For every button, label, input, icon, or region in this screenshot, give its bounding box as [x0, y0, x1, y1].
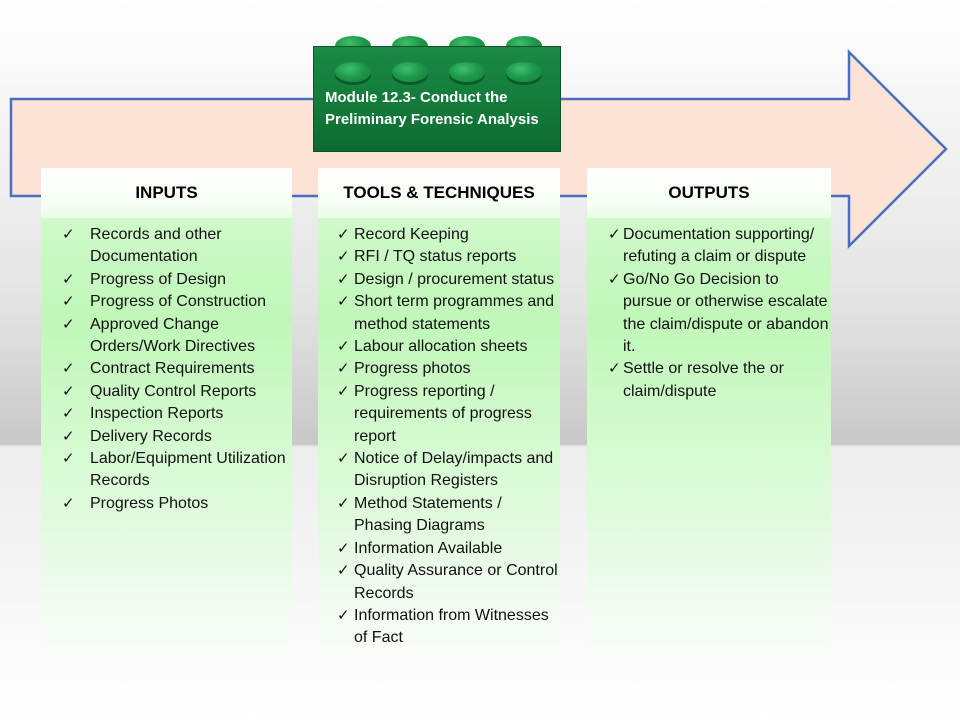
check-icon: ✓: [337, 494, 350, 512]
check-icon: ✓: [62, 315, 75, 333]
list-item: ✓Information from Witnesses of Fact: [318, 605, 560, 650]
module-title: Module 12.3- Conduct the Preliminary For…: [325, 89, 539, 129]
check-icon: ✓: [62, 226, 75, 243]
check-icon: ✓: [608, 360, 621, 378]
list-item: ✓ Inspection Reports: [41, 403, 292, 425]
outputs-panel: OUTPUTS ✓Documentation supporting/ refut…: [587, 168, 831, 673]
list-item-text: Progress of Design: [90, 270, 227, 288]
list-item: ✓ Quality Control Reports: [41, 381, 292, 403]
list-item: ✓ Contract Requirements: [41, 358, 292, 380]
list-item: ✓ Labor/Equipment Utilization Records: [41, 448, 292, 493]
list-item-text: Method Statements / Phasing Diagrams: [354, 494, 502, 535]
lego-stud: [506, 62, 542, 82]
list-item: ✓Settle or resolve the or claim/dispute: [587, 358, 831, 403]
list-item-text: Settle or resolve the or claim/dispute: [623, 360, 784, 400]
list-item-text: Inspection Reports: [90, 405, 224, 423]
check-icon: ✓: [337, 338, 350, 356]
list-item: ✓Design / procurement status: [318, 269, 560, 291]
list-item: ✓ Progress of Construction: [41, 291, 292, 313]
list-item-text: Record Keeping: [354, 226, 469, 243]
list-item: ✓ Progress of Design: [41, 269, 292, 291]
check-icon: ✓: [608, 270, 621, 288]
list-item-text: Progress Photos: [90, 494, 209, 512]
check-icon: ✓: [62, 427, 75, 445]
tools-list: ✓Record Keeping✓RFI / TQ status reports✓…: [318, 218, 560, 650]
inputs-list: ✓ Records and other Documentation ✓ Progres…: [41, 218, 292, 515]
list-item: ✓ Progress Photos: [41, 493, 292, 515]
list-item: ✓Method Statements / Phasing Diagrams: [318, 493, 560, 538]
outputs-list: ✓Documentation supporting/ refuting a cl…: [587, 218, 831, 403]
list-item-text: Quality Control Reports: [90, 382, 257, 400]
list-item: ✓Labour allocation sheets: [318, 336, 560, 358]
tools-header: TOOLS & TECHNIQUES: [318, 168, 560, 218]
list-item: ✓Information Available: [318, 538, 560, 560]
check-icon: ✓: [62, 293, 75, 311]
list-item: ✓Notice of Delay/impacts and Disruption …: [318, 448, 560, 493]
check-icon: ✓: [337, 450, 350, 468]
outputs-header: OUTPUTS: [587, 168, 831, 218]
check-icon: ✓: [337, 382, 350, 400]
list-item-text: Labour allocation sheets: [354, 338, 528, 356]
list-item-text: Progress of Construction: [90, 293, 267, 311]
list-item: ✓Go/No Go Decision to pursue or otherwis…: [587, 269, 831, 359]
lego-stud: [449, 62, 485, 82]
list-item-text: Approved Change Orders/Work Directives: [90, 315, 256, 356]
check-icon: ✓: [608, 226, 621, 243]
list-item: ✓ Approved Change Orders/Work Directives: [41, 314, 292, 359]
list-item-text: Go/No Go Decision to pursue or otherwise…: [623, 270, 829, 356]
lego-stud: [335, 62, 371, 82]
inputs-panel: INPUTS ✓Records and other Documentation✓…: [41, 168, 292, 673]
list-item: ✓Documentation supporting/ refuting a cl…: [587, 224, 831, 269]
list-item: ✓ Delivery Records: [41, 426, 292, 448]
list-item-text: Information Available: [354, 539, 503, 557]
tools-panel: TOOLS & TECHNIQUES ✓Record Keeping✓RFI /…: [318, 168, 560, 673]
list-item-text: Design / procurement status: [354, 270, 555, 288]
list-item-text: RFI / TQ status reports: [354, 248, 517, 266]
list-item-text: Progress photos: [354, 360, 471, 378]
list-item: ✓Progress reporting / requirements of pr…: [318, 381, 560, 448]
check-icon: ✓: [62, 405, 75, 423]
list-item-text: Quality Assurance or Control Records: [354, 562, 558, 602]
check-icon: ✓: [62, 494, 75, 512]
list-item-text: Labor/Equipment Utilization Records: [90, 450, 286, 490]
list-item-text: Records and other Documentation: [90, 226, 222, 266]
check-icon: ✓: [337, 270, 350, 288]
check-icon: ✓: [337, 248, 350, 266]
lego-stud: [392, 62, 428, 82]
list-item-text: Notice of Delay/impacts and Disruption R…: [354, 450, 554, 490]
check-icon: ✓: [337, 360, 350, 378]
inputs-header: INPUTS: [41, 168, 292, 218]
check-icon: ✓: [62, 450, 75, 468]
list-item: ✓Short term programmes and method statem…: [318, 291, 560, 336]
check-icon: ✓: [62, 382, 75, 400]
check-icon: ✓: [337, 606, 350, 624]
list-item: ✓Progress photos: [318, 358, 560, 380]
list-item-text: Short term programmes and method stateme…: [354, 293, 555, 333]
check-icon: ✓: [62, 360, 75, 378]
check-icon: ✓: [337, 293, 350, 311]
list-item-text: Documentation supporting/ refuting a cla…: [623, 226, 815, 266]
list-item-text: Delivery Records: [90, 427, 212, 445]
list-item-text: Progress reporting / requirements of pro…: [354, 382, 532, 445]
list-item-text: Information from Witnesses of Fact: [354, 606, 549, 647]
list-item: ✓Record Keeping: [318, 224, 560, 246]
check-icon: ✓: [337, 226, 350, 243]
check-icon: ✓: [337, 539, 350, 557]
check-icon: ✓: [337, 562, 350, 580]
list-item-text: Contract Requirements: [90, 360, 255, 378]
list-item: ✓RFI / TQ status reports: [318, 246, 560, 268]
list-item: ✓ Records and other Documentation: [41, 224, 292, 269]
list-item: ✓Quality Assurance or Control Records: [318, 560, 560, 605]
check-icon: ✓: [62, 270, 75, 288]
